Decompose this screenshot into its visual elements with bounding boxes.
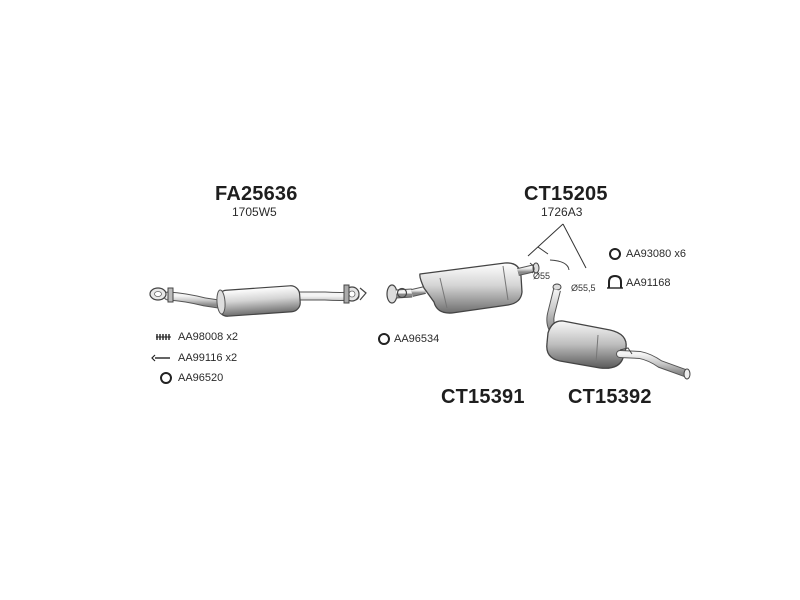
spring-bolt-icon [156,334,171,340]
front-pipe-subcode: 1705W5 [232,205,277,219]
accessory-aa91168: AA91168 [626,277,671,289]
middle-pipe-part [386,262,540,314]
front-pipe-part [149,284,367,317]
center-section-code: CT15205 [524,183,608,205]
accessory-aa93080: AA93080 x6 [626,248,686,260]
accessory-aa96534: AA96534 [394,333,440,345]
clamp-ring-icon [609,248,621,260]
diameter-label-55-5: Ø55,5 [571,283,596,293]
u-clamp-icon [607,274,623,289]
gasket-ring-icon [160,372,172,384]
diameter-label-55: Ø55 [533,271,551,281]
middle-muffler-code: CT15391 [441,386,525,408]
rear-muffler-part [546,259,691,380]
accessory-aa96520: AA96520 [178,372,224,384]
bolt-icon [151,354,170,362]
center-section-subcode: 1726A3 [541,205,583,219]
front-pipe-code: FA25636 [215,183,298,205]
accessory-aa98008: AA98008 x2 [178,331,238,343]
rear-muffler-code: CT15392 [568,386,652,408]
accessory-aa99116: AA99116 x2 [178,352,238,364]
gasket-ring-icon-2 [378,333,390,345]
ct15205-leader-lines [527,223,587,269]
